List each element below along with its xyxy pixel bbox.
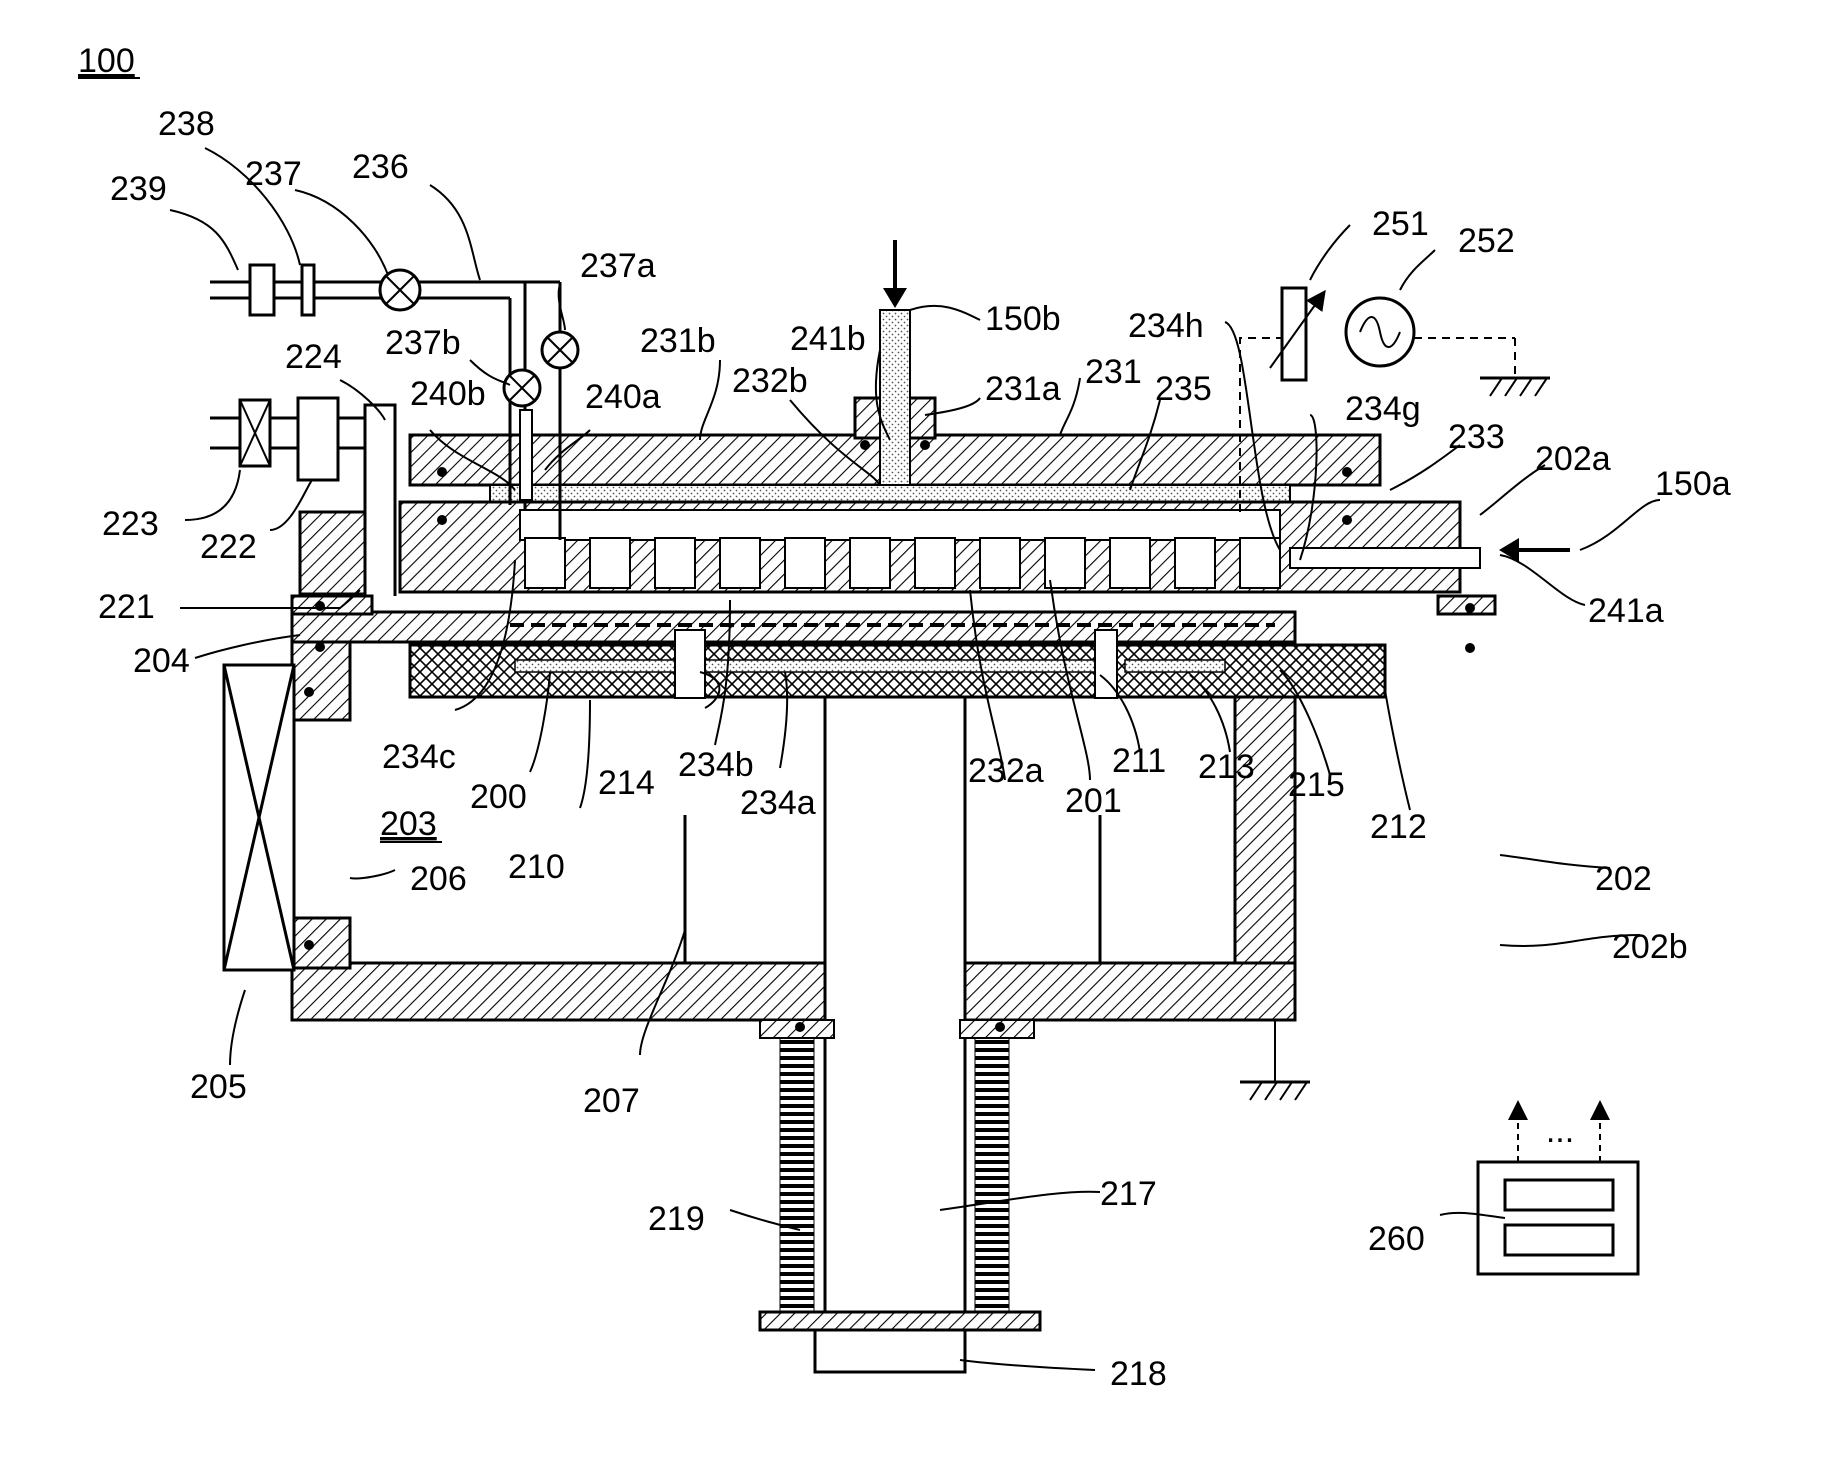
- gate-valve: [224, 665, 294, 970]
- controller-ellipsis: ...: [1546, 1112, 1574, 1150]
- label-231a: 231a: [985, 370, 1061, 408]
- label-252: 252: [1458, 222, 1515, 260]
- label-224: 224: [285, 338, 342, 376]
- figure-number: 100: [78, 42, 135, 80]
- label-212: 212: [1370, 808, 1427, 846]
- label-234c: 234c: [382, 738, 456, 776]
- label-218: 218: [1110, 1355, 1167, 1393]
- label-219: 219: [648, 1200, 705, 1238]
- label-210: 210: [508, 848, 565, 886]
- label-223: 223: [102, 505, 159, 543]
- label-205: 205: [190, 1068, 247, 1106]
- label-222: 222: [200, 528, 257, 566]
- label-235: 235: [1155, 370, 1212, 408]
- label-215: 215: [1288, 766, 1345, 804]
- label-240a: 240a: [585, 378, 661, 416]
- label-251: 251: [1372, 205, 1429, 243]
- label-234h: 234h: [1128, 307, 1204, 345]
- label-233: 233: [1448, 418, 1505, 456]
- controller-box: ...: [1478, 1110, 1638, 1274]
- label-211: 211: [1112, 742, 1166, 780]
- label-232a: 232a: [968, 752, 1044, 790]
- label-237: 237: [245, 155, 302, 193]
- label-204: 204: [133, 642, 190, 680]
- label-234b: 234b: [678, 746, 754, 784]
- label-202: 202: [1595, 860, 1652, 898]
- label-207: 207: [583, 1082, 640, 1120]
- label-201: 201: [1065, 782, 1122, 820]
- label-237b: 237b: [385, 324, 461, 362]
- label-237a: 237a: [580, 247, 656, 285]
- label-234a: 234a: [740, 784, 816, 822]
- label-234g: 234g: [1345, 390, 1421, 428]
- label-214: 214: [598, 764, 655, 802]
- label-203: 203: [380, 805, 437, 843]
- label-241a: 241a: [1588, 592, 1664, 630]
- label-260: 260: [1368, 1220, 1425, 1258]
- label-202a: 202a: [1535, 440, 1611, 478]
- label-150b: 150b: [985, 300, 1061, 338]
- label-231b: 231b: [640, 322, 716, 360]
- label-231: 231: [1085, 353, 1142, 391]
- label-206: 206: [410, 860, 467, 898]
- label-232b: 232b: [732, 362, 808, 400]
- label-238: 238: [158, 105, 215, 143]
- label-241b: 241b: [790, 320, 866, 358]
- label-217: 217: [1100, 1175, 1157, 1213]
- label-213: 213: [1198, 748, 1255, 786]
- label-202b: 202b: [1612, 928, 1688, 966]
- label-150a: 150a: [1655, 465, 1731, 503]
- label-240b: 240b: [410, 375, 486, 413]
- label-239: 239: [110, 170, 167, 208]
- label-200: 200: [470, 778, 527, 816]
- label-236: 236: [352, 148, 409, 186]
- label-221: 221: [98, 588, 155, 626]
